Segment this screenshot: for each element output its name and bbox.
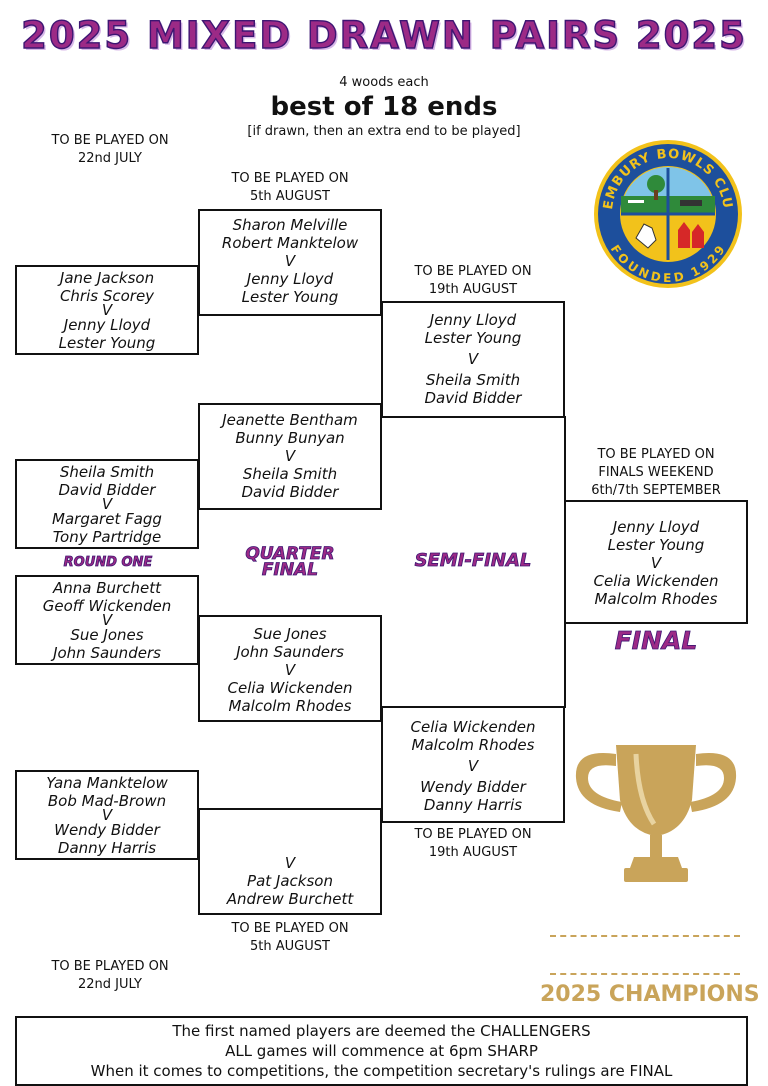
footer-rule-3: When it comes to competitions, the compe… — [90, 1062, 673, 1080]
woods-note: 4 woods each — [339, 75, 429, 90]
bracket-line-sf1-final — [564, 416, 566, 502]
label-round-one: ROUND ONE — [63, 555, 153, 571]
bracket-line-sf2-final — [564, 622, 566, 708]
page-title: 2025 MIXED DRAWN PAIRS 2025 — [20, 13, 747, 57]
club-logo: PEMBURY BOWLS CLUB FOUNDED 1929 — [587, 127, 744, 290]
champion-line-2 — [550, 973, 740, 975]
trophy-icon — [566, 740, 746, 890]
bracket-line-r1-4 — [197, 808, 199, 810]
footer-rules: The first named players are deemed the C… — [15, 1016, 748, 1086]
label-semi-final: SEMI-FINAL — [414, 550, 532, 571]
drawn-note: [if drawn, then an extra end to be playe… — [247, 124, 521, 139]
champion-line-1 — [550, 935, 740, 937]
best-of-ends: best of 18 ends — [270, 92, 498, 122]
bracket-line-qf3-qf4 — [381, 720, 383, 810]
bracket-line-qf1-qf2 — [381, 314, 383, 402]
footer-rule-2: ALL games will commence at 6pm SHARP — [225, 1042, 538, 1060]
footer-rule-1: The first named players are deemed the C… — [172, 1022, 591, 1040]
label-final: FINAL — [614, 626, 698, 655]
champions-label: 2025 CHAMPIONS — [540, 982, 760, 1007]
